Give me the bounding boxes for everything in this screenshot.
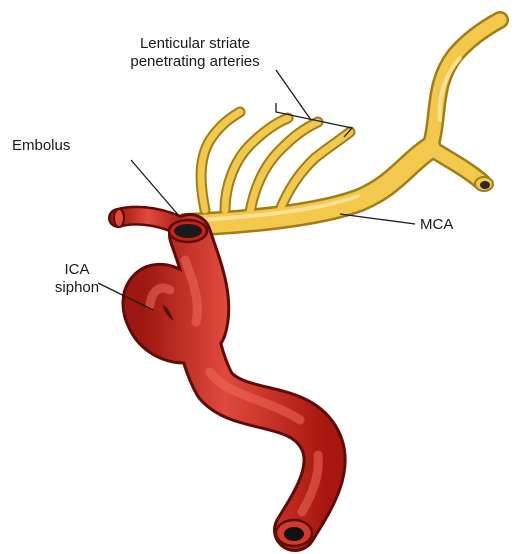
lenticular-label-line2: penetrating arteries <box>100 53 290 71</box>
lenticular-label-line1: Lenticular striate <box>100 35 290 53</box>
ica-label-line2: siphon <box>48 279 106 297</box>
embolus-marker <box>169 220 207 242</box>
ica-label-line1: ICA <box>48 261 106 279</box>
lenticular-label: Lenticular striate penetrating arteries <box>100 35 290 71</box>
ica-siphon-label: ICA siphon <box>48 261 106 297</box>
embolus-label: Embolus <box>12 137 70 155</box>
ica-stub-lumen <box>114 209 124 227</box>
ica-siphon <box>114 209 325 546</box>
mca-label: MCA <box>420 216 453 234</box>
mca-leader <box>340 214 415 224</box>
